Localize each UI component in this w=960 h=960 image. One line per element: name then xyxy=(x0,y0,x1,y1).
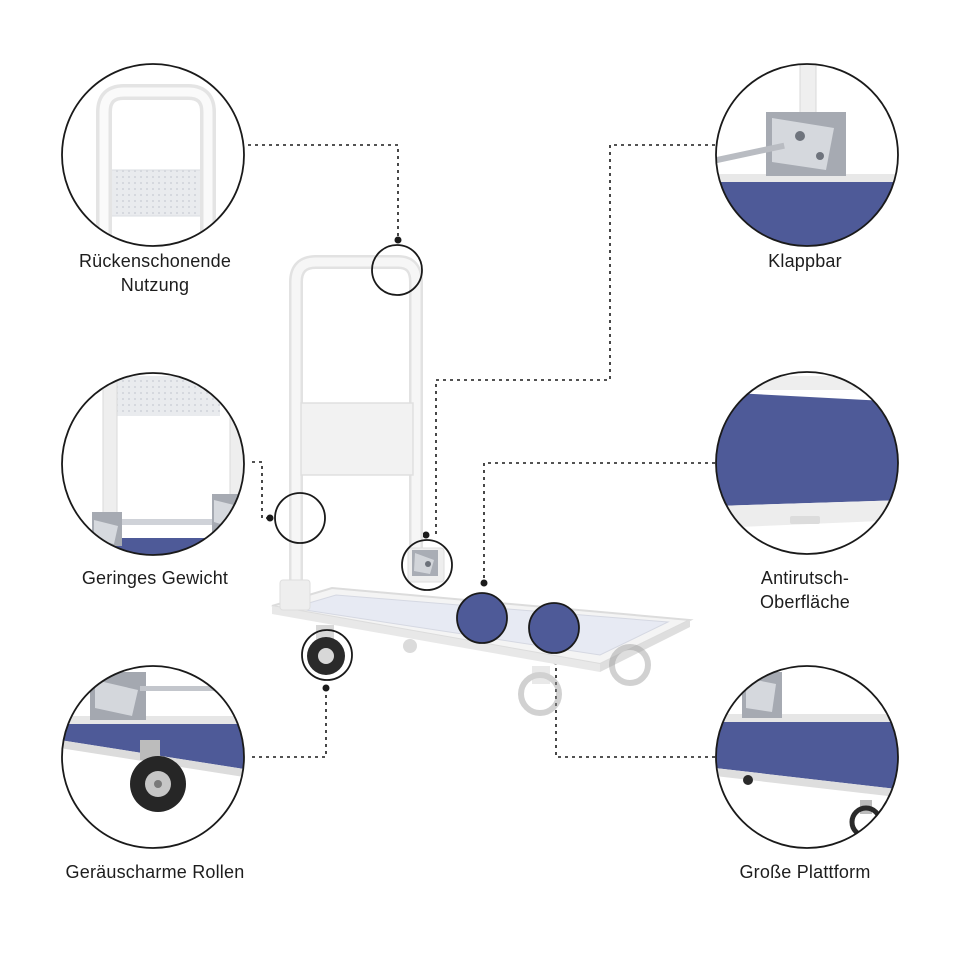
feature-label-platform: Große Plattform xyxy=(690,860,920,884)
feature-label-back: Rückenschonende Nutzung xyxy=(40,249,270,297)
connector-antislip xyxy=(483,462,715,583)
detail-circle-platform xyxy=(715,665,899,849)
feature-label-wheels-line1: Geräuscharme Rollen xyxy=(65,862,245,882)
highlight-handle xyxy=(371,244,423,296)
highlight-hinge xyxy=(401,539,453,591)
highlight-deck-1 xyxy=(456,592,508,644)
connector-dot xyxy=(266,514,274,522)
connector-dot xyxy=(394,236,402,244)
connector-wheels xyxy=(252,688,327,758)
connector-lines xyxy=(248,144,715,758)
connector-dot xyxy=(422,531,430,539)
detail-circle-weight xyxy=(61,372,245,556)
trolley-wheel-rear-right xyxy=(609,644,651,686)
feature-label-platform-line1: Große Plattform xyxy=(739,862,871,882)
feature-label-antislip: Antirutsch- Oberfläche xyxy=(690,566,920,614)
feature-label-foldable: Klappbar xyxy=(690,249,920,273)
detail-circle-foldable xyxy=(715,63,899,247)
connector-foldable xyxy=(435,144,715,535)
detail-circle-back xyxy=(61,63,245,247)
detail-circle-antislip xyxy=(715,371,899,555)
feature-label-antislip-line1: Antirutsch- xyxy=(760,568,850,588)
connector-dot xyxy=(322,684,330,692)
feature-label-weight-line1: Geringes Gewicht xyxy=(81,568,229,588)
highlight-hinge-detail xyxy=(412,550,438,576)
connector-weight xyxy=(252,461,270,519)
handle-panel xyxy=(300,402,414,476)
feature-label-back-line2: Nutzung xyxy=(120,275,190,295)
trolley-wheel-front-right xyxy=(518,666,562,716)
highlight-deck-2 xyxy=(528,602,580,654)
connector-back xyxy=(248,144,399,240)
detail-circle-wheels xyxy=(61,665,245,849)
feature-label-foldable-line1: Klappbar xyxy=(768,251,842,271)
feature-label-wheels: Geräuscharme Rollen xyxy=(40,860,270,884)
connector-platform xyxy=(555,661,715,758)
highlight-wheel xyxy=(301,629,353,681)
feature-label-back-line1: Rückenschonende xyxy=(78,251,232,271)
connector-dot xyxy=(480,579,488,587)
feature-label-weight: Geringes Gewicht xyxy=(40,566,270,590)
highlight-frame xyxy=(274,492,326,544)
trolley xyxy=(271,244,694,716)
feature-label-antislip-line2: Oberfläche xyxy=(759,592,851,612)
